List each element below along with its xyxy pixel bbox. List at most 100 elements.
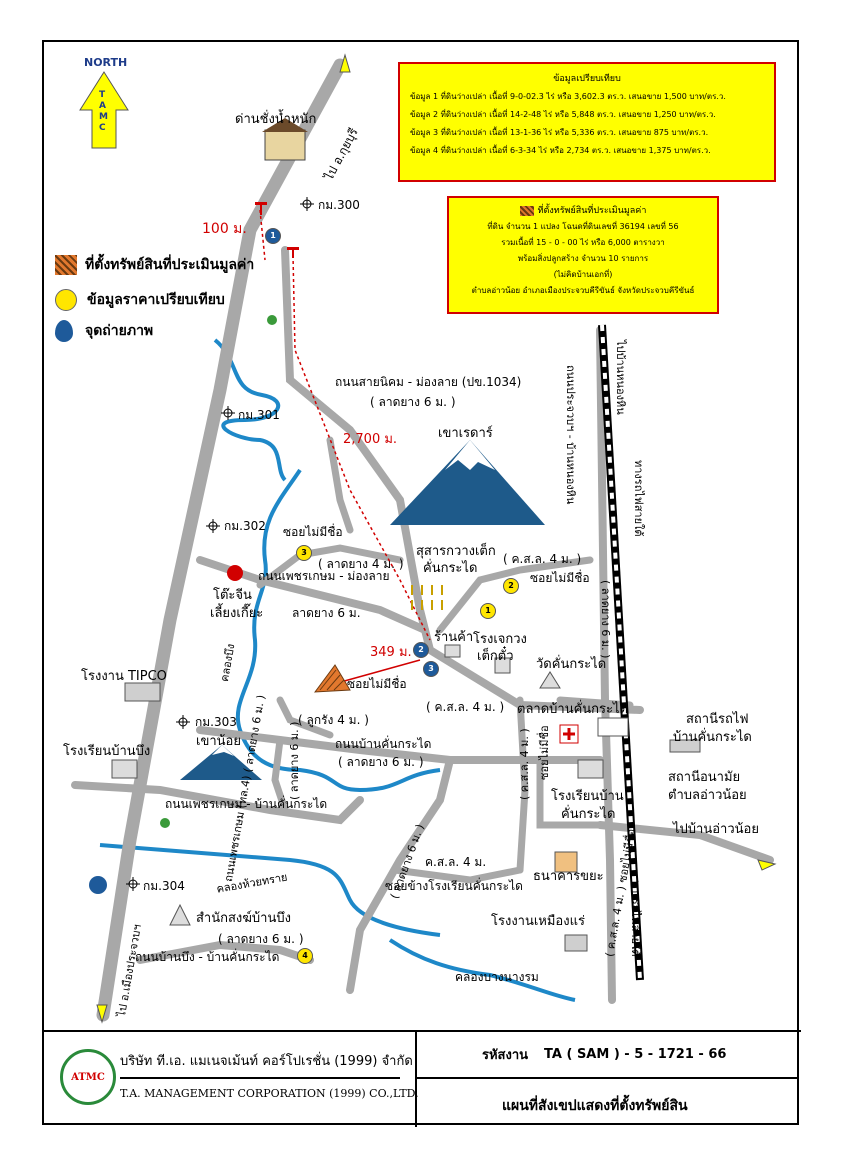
label-dist-2700: 2,700 ม. [343,432,398,447]
label-soi-no-name-3: ซอยไม่มีชื่อ [347,677,407,691]
label-school-banbueng: โรงเรียนบ้านบึง [63,744,151,759]
route-dotted [259,209,431,641]
river-north [213,338,287,482]
legend-photo: จุดถ่ายภาพ [55,320,153,342]
comparable-marker: 3 [296,545,312,561]
distance-markers [255,202,299,258]
job-code-value: TA ( SAM ) - 5 - 1721 - 66 [544,1047,727,1062]
company-divider [120,1077,400,1079]
label-road-sainikom: ถนนสายนิคม - ม่องลาย (ปข.1034) [335,375,522,389]
label-asphalt6-d: ( ลาดยาง 6 ม. ) [218,932,304,946]
company-logo: ATMC [60,1049,116,1105]
job-code-label: รหัสงาน [482,1048,529,1063]
label-toh-chin: โต๊ะจีน [213,588,252,603]
label-khlong-bang-nang-rom: คลองบางนางรม [455,970,539,984]
road-laterite [276,696,334,739]
label-health: สถานีอนามัย [668,770,741,785]
road-ban-khankradai [196,726,604,764]
photo-point-marker: 2 [413,642,429,658]
property-row: ตำบลอ่าวน้อย อำเภอเมืองประจวบคีรีขันธ์ จ… [471,286,695,295]
property-row: (ไม่คิดบ้านเอกที่) [553,270,613,279]
river-bang-nang-rom [388,938,576,1002]
label-soi-no-name-v: ซอยไม่มีชื่อ [538,725,551,780]
label-school-jekuang: โรงเจกวง [473,632,527,647]
label-km302: กม.302 [224,519,266,533]
comparable-marker: 1 [480,603,496,619]
comparable-marker: 2 [503,578,519,594]
label-health2: ตำบลอ่าวน้อย [668,788,747,803]
comparable-row: ข้อมูล 1 ที่ดินว่างเปล่า เนื้อที่ 9-0-02… [410,92,726,101]
legend-comparable: ข้อมูลราคาเปรียบเทียบ [55,289,225,311]
label-dist-349: 349 ม. [370,645,412,660]
road-soi3 [256,544,404,589]
parcel-hatch-icon [519,206,534,216]
label-km301: กม.301 [238,408,280,422]
road-khao-noi [326,436,354,534]
property-row: พร้อมสิ่งปลูกสร้าง จำนวน 10 รายการ [517,254,649,263]
label-dist-100: 100 ม. [202,221,247,237]
mountain-khao-reserve [390,440,545,525]
label-km304: กม.304 [143,879,185,893]
label-khao-noi: เขาน้อย [196,734,241,749]
legend-property: ที่ตั้งทรัพย์สินที่ประเมินมูลค่า [55,254,254,276]
label-soi-no-name-1: ซอยไม่มีชื่อ [283,525,343,539]
road-right-soi [436,556,594,634]
label-asphalt6-vertical: ( ลาดยาง 6 ม. ) [599,580,612,659]
road-ksl-left [271,736,289,814]
north-arrow-letters: TAMC [99,90,108,133]
km-markers [126,197,314,891]
photo-point-legend-icon [55,320,73,342]
label-shop: ร้านค้า [434,630,474,645]
label-ksl4-a: ( ค.ส.ล. 4 ม. ) [503,552,582,566]
label-mine-factory: โรงงานเหมืองแร่ [491,914,585,929]
comparables-info-box: ข้อมูลเปรียบเทียบ ข้อมูล 1 ที่ดินว่างเปล… [398,62,776,182]
label-station2: บ้านคั่นกระได [673,730,752,745]
label-road-vertical-right: ถนนประจวบฯ - บ้านหนองหิน [564,365,577,505]
comparable-row: ข้อมูล 3 ที่ดินว่างเปล่า เนื้อที่ 13-1-3… [410,128,709,137]
label-farm2: คั่นกระได [423,561,478,576]
river-huai-sai [99,843,441,937]
comparable-row: ข้อมูล 4 ที่ดินว่างเปล่า เนื้อที่ 6-3-34… [410,146,711,155]
label-to-ao-noi: ไปบ้านอ่าวน้อย [673,822,759,837]
road-sainikom [281,246,404,504]
label-asphalt6-c: ( ลาดยาง 6 ม. ) [338,755,424,769]
label-laterite4: ( ลูกรัง 4 ม. ) [298,713,369,727]
road-ksl-vert [516,696,529,874]
farm-crosses [411,585,443,610]
label-monk: สำนักสงฆ์บ้านบึง [196,911,291,926]
property-parcel [313,664,351,693]
label-ksl4-b: ( ค.ส.ล. 4 ม. ) [426,700,505,714]
map-title: แผนที่สังเขปแสดงที่ตั้งทรัพย์สิน [502,1098,688,1114]
property-title: ที่ตั้งทรัพย์สินที่ประเมินมูลค่า [537,206,647,216]
road-phetkasem-khankradai [71,781,364,825]
label-asphalt6-vertical2: ( ลาดยาง 6 ม. ) [288,721,301,800]
road-prachuap-right [596,326,616,1004]
label-asphalt4: ( ลาดยาง 4 ม. ) [318,557,404,571]
label-soi-school: ซอยข้างโรงเรียนคั่นกระได [385,879,523,893]
building-icons [89,118,701,952]
label-asphalt6-a: ( ลาดยาง 6 ม. ) [370,395,456,409]
property-info-box: ที่ตั้งทรัพย์สินที่ประเมินมูลค่า ที่ดิน … [447,196,719,314]
label-market: ตลาดบ้านคั่นกระได [517,702,628,717]
road-market [556,696,634,709]
label-temple-khankradai: วัดคั่นกระได [536,657,607,672]
company-name-en: T.A. MANAGEMENT CORPORATION (1999) CO.,L… [120,1087,419,1100]
road-central [396,496,644,714]
road-banbueng [136,940,314,964]
photo-point-marker: 1 [265,228,281,244]
label-farm: สุสารกวางเต็ก [416,544,496,559]
label-soi-no-name-2: ซอยไม่มีชื่อ [530,571,590,585]
label-road-phetkasem-khankradai: ถนนเพชรเกษม - บ้านคั่นกระได [165,797,328,811]
river-bueng [235,468,441,793]
parcel-legend-icon [55,255,77,275]
mountain-khao-noi [180,745,262,780]
road-soi-school [536,756,604,829]
direction-arrows [96,53,777,1024]
label-weigh-station: ด่านชั่งน้ำหนัก [235,112,317,127]
label-ksl4-vertical: ( ค.ส.ล. 4 ม. ) [518,728,531,800]
label-school-khankradai2: คั่นกระได [561,807,616,822]
job-code-row: รหัสงาน TA ( SAM ) - 5 - 1721 - 66 [417,1032,799,1079]
north-label: NORTH [84,56,128,69]
label-rail-vertical: ทางรถไฟสายใต้ [632,460,645,537]
road-school-side [346,756,454,994]
